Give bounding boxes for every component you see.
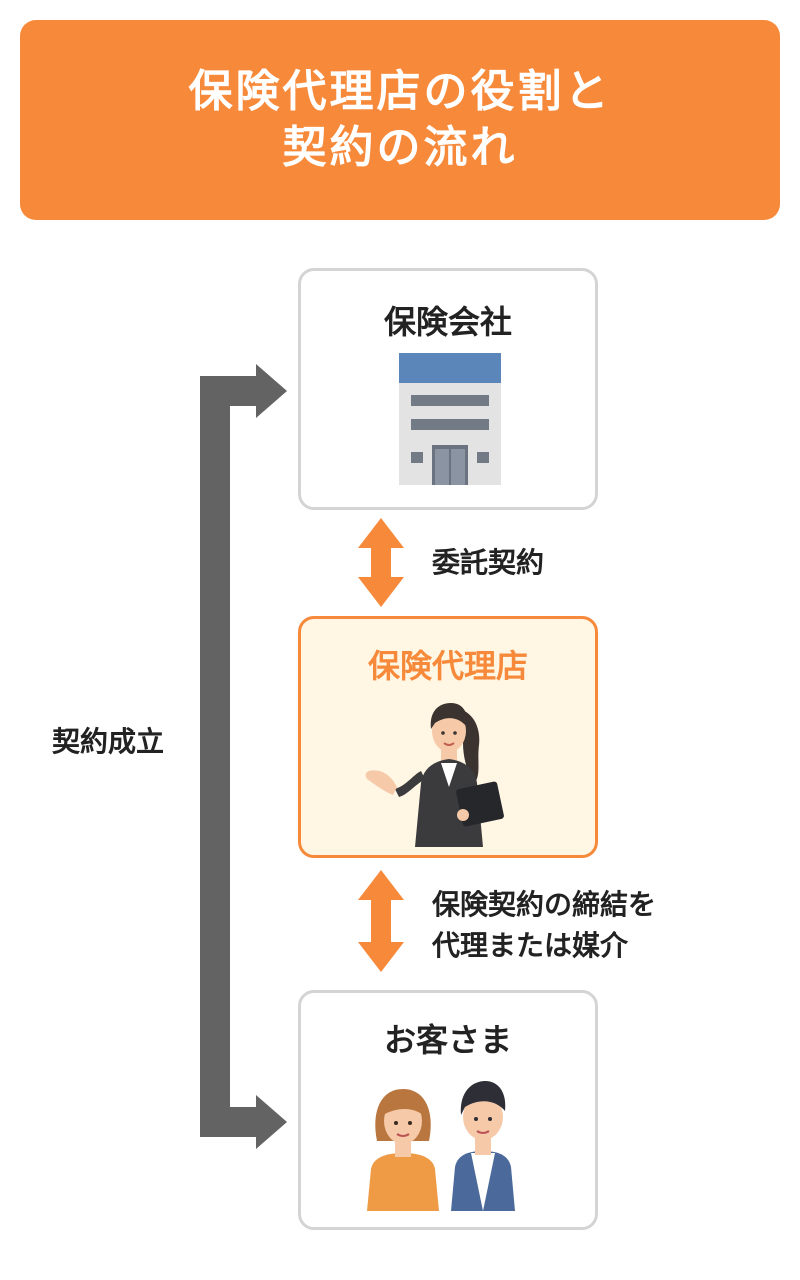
consignment-contract-label: 委託契約 — [432, 546, 545, 579]
header-banner: 保険代理店の役割と 契約の流れ — [20, 20, 780, 220]
office-building-icon — [399, 353, 501, 485]
businesswoman-icon — [365, 703, 504, 847]
agency-mediation-label-line-1: 保険契約の締結を — [432, 888, 657, 921]
contract-established-label: 契約成立 — [52, 725, 165, 758]
insurer-label: 保険会社 — [383, 303, 512, 341]
insurer-box: 保険会社 — [298, 268, 598, 510]
customer-label: お客さま — [383, 1021, 512, 1059]
header-title-line-1: 保険代理店の役割と — [188, 66, 612, 117]
agency-label: 保険代理店 — [367, 647, 528, 685]
agency-mediation-label-line-2: 代理または媒介 — [432, 929, 629, 962]
header-title-line-2: 契約の流れ — [282, 122, 518, 173]
customers-couple-icon — [367, 1081, 515, 1211]
agency-box: 保険代理店 — [298, 616, 598, 858]
customer-box: お客さま — [298, 990, 598, 1230]
